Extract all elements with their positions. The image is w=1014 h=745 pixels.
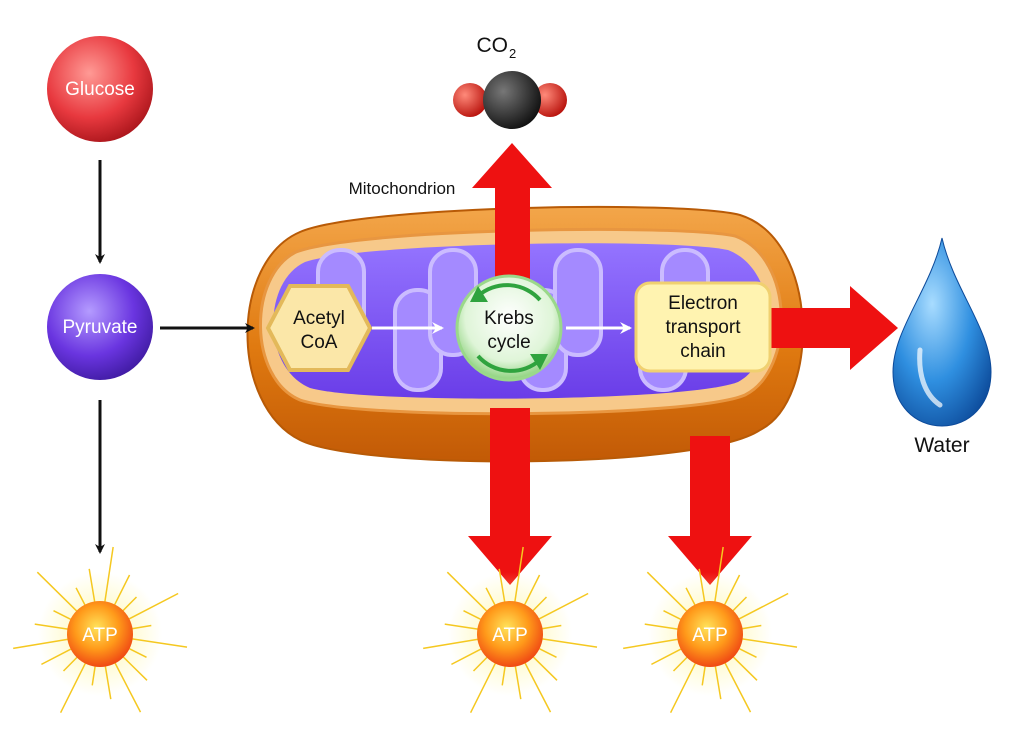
atp-core — [477, 601, 543, 667]
atp-rays — [423, 546, 598, 714]
atp-label: ATP — [692, 625, 728, 646]
etc-label-line2: transport — [666, 317, 742, 338]
electron-transport-chain-node: Electron transport chain — [634, 281, 772, 373]
atp-layer: ATP ATP ATP — [13, 546, 798, 714]
krebs-cycle-node: Krebs cycle — [455, 274, 563, 382]
krebs-cycle-arrow-top — [476, 283, 542, 302]
atp-label: ATP — [492, 625, 528, 646]
atp-krebs-burst: ATP — [423, 546, 598, 714]
etc-label-line3: chain — [680, 341, 725, 362]
co2-label-main: CO — [477, 34, 509, 57]
water-drop-icon — [892, 237, 992, 427]
acetyl-coa-node: Acetyl CoA — [265, 284, 373, 372]
pyruvate-node: Pyruvate — [47, 274, 153, 380]
co2-label: CO 2 — [477, 34, 517, 61]
co2-molecule-icon — [453, 71, 567, 129]
atp-rays — [623, 546, 798, 714]
krebs-atp-arrow — [468, 408, 552, 585]
atp-glycolysis-burst: ATP — [13, 546, 188, 714]
co2-label-subscript: 2 — [509, 46, 516, 61]
acetyl-coa-label-line2: CoA — [301, 332, 338, 353]
atp-label: ATP — [82, 625, 118, 646]
co2-release-arrow — [472, 143, 552, 300]
pyruvate-label: Pyruvate — [63, 317, 138, 338]
krebs-cycle-arrow-bottom — [476, 354, 542, 373]
glucose-node: Glucose — [47, 36, 153, 142]
krebs-label-line2: cycle — [487, 332, 530, 353]
glucose-label: Glucose — [65, 79, 135, 100]
atp-core — [677, 601, 743, 667]
atp-rays — [13, 546, 188, 714]
acetyl-coa-label-line1: Acetyl — [293, 308, 345, 329]
water-output-arrow — [765, 286, 898, 370]
atp-etc-burst: ATP — [623, 546, 798, 714]
etc-label-line1: Electron — [668, 293, 738, 314]
etc-atp-arrow — [668, 436, 752, 585]
water-label: Water — [914, 434, 969, 457]
krebs-label-line1: Krebs — [484, 308, 534, 329]
atp-core — [67, 601, 133, 667]
mitochondrion-label: Mitochondrion — [349, 179, 456, 198]
